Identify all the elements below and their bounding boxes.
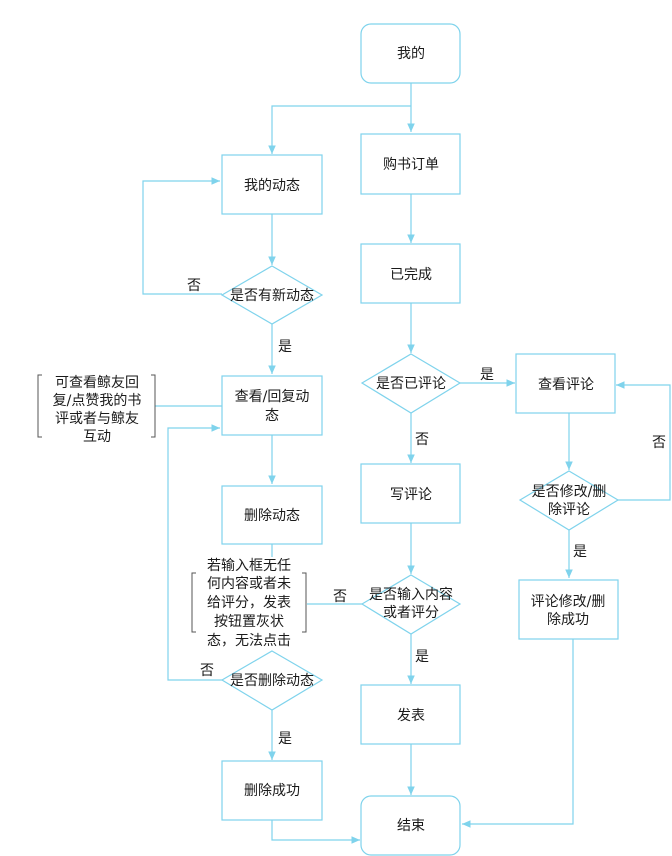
node-mine (360, 23, 461, 84)
node-delete-q-label: 是否删除动态 (230, 673, 314, 689)
node-input-q (360, 574, 462, 635)
input-note-line3: 给评分，发表 (207, 595, 291, 611)
label-modifyq-yes: 是 (573, 544, 587, 560)
node-my-feed (221, 154, 323, 215)
node-write-review (360, 463, 461, 524)
label-modifyq-no: 否 (652, 435, 666, 451)
input-note-line5: 态，无法点击 (207, 633, 291, 649)
input-note-line4: 按钮置灰状 (214, 614, 284, 630)
edge-modifyq-no (616, 381, 671, 501)
edges (142, 83, 671, 844)
input-note-line1: 若输入框无任 (207, 558, 291, 574)
edge-mine-feed (268, 105, 411, 154)
node-completed (360, 243, 461, 304)
node-end-label: 结束 (397, 818, 425, 834)
input-note-bracket-right (302, 572, 307, 633)
node-new-feed-q-label: 是否有新动态 (230, 288, 314, 304)
node-order-label: 购书订单 (383, 157, 439, 173)
label-deleteq-no: 否 (200, 663, 214, 679)
node-end (360, 795, 461, 856)
friend-note-line2: 复/点赞我的书 (53, 392, 142, 409)
edge-modifyok-end (462, 638, 574, 828)
node-delete-feed (221, 485, 323, 545)
friend-note-bracket-right (151, 374, 156, 438)
node-has-review-label: 是否已评论 (376, 376, 446, 392)
label-inputq-no: 否 (333, 589, 347, 605)
edge-newq-no (142, 177, 222, 295)
node-publish (360, 684, 461, 745)
node-my-feed-label: 我的动态 (244, 178, 300, 194)
input-note-line2: 何内容或者未 (207, 575, 291, 592)
node-write-review-label: 写评论 (390, 487, 432, 503)
label-deleteq-yes: 是 (278, 731, 292, 747)
input-note-bg (192, 557, 307, 650)
node-modify-q-line2: 除评论 (548, 502, 590, 518)
node-order (360, 133, 461, 195)
edge-deleteok-end (271, 820, 360, 844)
label-hasreview-yes: 是 (480, 367, 494, 383)
node-view-review-label: 查看评论 (538, 377, 594, 393)
node-mine-label: 我的 (397, 46, 425, 62)
node-view-review (515, 353, 616, 414)
node-input-q-line1: 是否输入内容 (369, 586, 453, 603)
input-note-bracket-left (191, 572, 196, 633)
node-publish-label: 发表 (397, 708, 425, 724)
node-new-feed-q (220, 265, 324, 325)
node-modify-q-line1: 是否修改/删 (532, 484, 607, 500)
label-hasreview-no: 否 (415, 432, 429, 448)
friend-note-bracket-left (37, 374, 42, 438)
edge-deleteq-no (167, 424, 222, 681)
node-delete-ok-label: 删除成功 (244, 783, 300, 799)
node-view-reply (221, 375, 323, 436)
node-input-q-line2: 或者评分 (383, 605, 439, 621)
label-newq-yes: 是 (278, 339, 292, 355)
node-delete-ok (221, 760, 323, 821)
node-view-reply-line2: 态 (265, 408, 279, 424)
edge-labels: 否 是 是 否 否 是 否 是 否 是 (187, 278, 666, 747)
node-delete-feed-label: 删除动态 (244, 508, 300, 524)
node-has-review (360, 353, 462, 414)
node-modify-ok-line1: 评论修改/删 (531, 594, 606, 610)
node-modify-ok-line2: 除成功 (547, 612, 589, 628)
friend-note-line4: 互动 (83, 429, 111, 445)
friend-note-line1: 可查看鲸友回 (55, 375, 139, 391)
node-modify-q (518, 470, 620, 531)
annotations: 可查看鲸友回 复/点赞我的书 评或者与鲸友 互动 若输入框无任 何内容或者未 给… (37, 374, 307, 650)
friend-note-line3: 评或者与鲸友 (55, 411, 139, 427)
nodes: 我的 购书订单 已完成 是否已评论 查看评论 是否修改/删 除评论 评论修改/删… (220, 23, 620, 856)
node-delete-q (220, 650, 324, 711)
label-inputq-yes: 是 (415, 649, 429, 665)
label-newq-no: 否 (187, 278, 201, 294)
node-modify-ok (518, 579, 619, 640)
node-completed-label: 已完成 (390, 267, 432, 283)
node-view-reply-line1: 查看/回复动 (235, 388, 310, 405)
